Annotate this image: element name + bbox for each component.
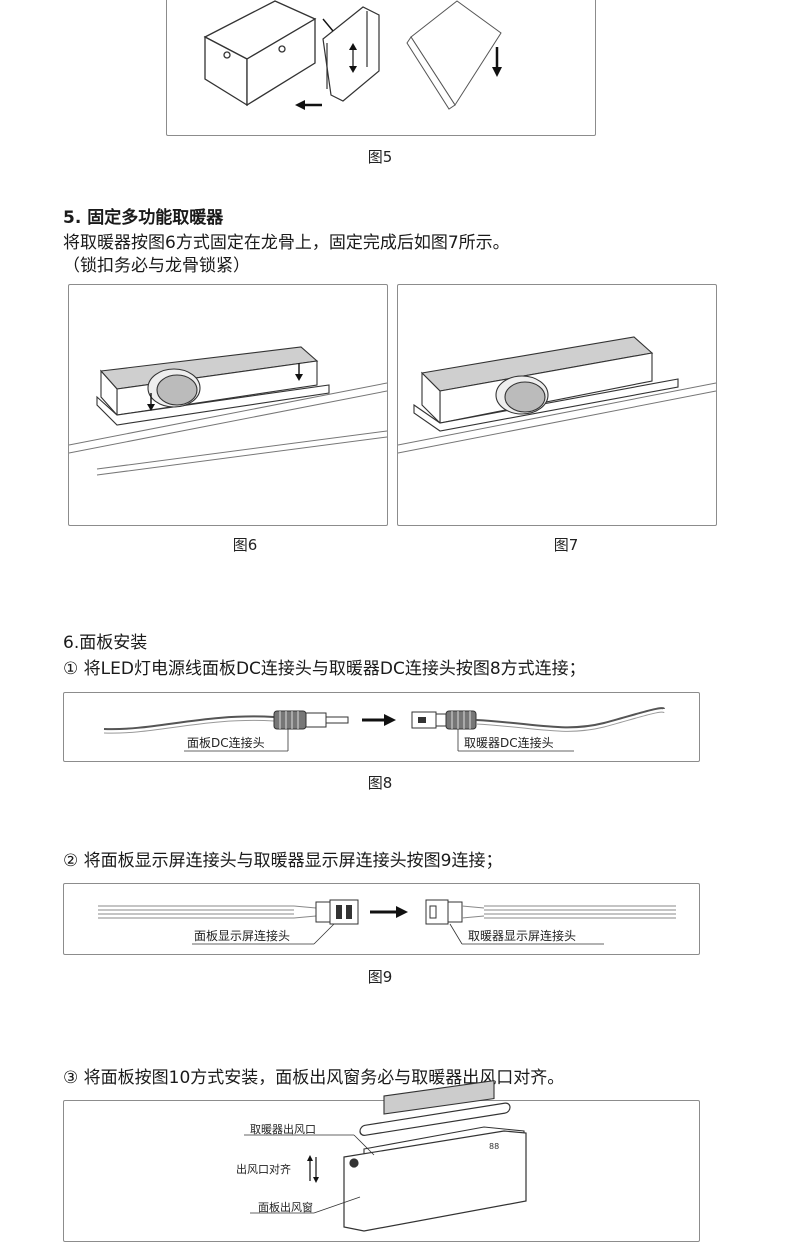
label-outlet-alignment: 出风口对齐 [236,1163,291,1176]
label-panel-display-connector: 面板显示屏连接头 [194,929,291,943]
figure-10-illustration: 88 [244,1079,527,1232]
label-heater-air-outlet: 取暖器出风口 [250,1123,316,1136]
figure-7-frame [397,284,717,526]
section-5-heading: 5. 固定多功能取暖器 [63,208,224,228]
svg-text:88: 88 [489,1142,499,1151]
figure-7-illustration [397,336,717,454]
figure-6-frame [68,284,388,526]
section-5-instruction: 将取暖器按图6方式固定在龙骨上，固定完成后如图7所示。 [63,233,510,253]
figure-7-caption: 图7 [553,536,579,554]
section-6-heading: 6.面板安装 [63,633,148,653]
label-panel-air-window: 面板出风窗 [258,1201,313,1214]
step-3-instruction: ③ 将面板按图10方式安装，面板出风窗务必与取暖器出风口对齐。 [63,1068,565,1088]
step-1-instruction: ① 将LED灯电源线面板DC连接头与取暖器DC连接头按图8方式连接； [63,659,586,679]
figure-9-illustration [98,899,676,945]
figure-5-frame [166,0,596,136]
label-panel-dc-connector: 面板DC连接头 [187,736,265,750]
figure-8-caption: 图8 [367,774,393,792]
figure-8-illustration [103,707,665,752]
step-2-instruction: ② 将面板显示屏连接头与取暖器显示屏连接头按图9连接； [63,851,503,871]
figure-9-caption: 图9 [367,968,393,986]
figure-6-caption: 图6 [232,536,258,554]
figure-8-frame: 面板DC连接头 取暖器DC连接头 [63,692,700,762]
figure-10-frame: 88 取暖器出风口 出风口对齐 面板出风窗 [63,1079,700,1242]
figure-5-illustration [203,0,502,110]
figure-6-illustration [68,346,388,476]
section-5-note: （锁扣务必与龙骨锁紧） [63,256,250,276]
figure-5-caption: 图5 [367,148,393,166]
label-heater-dc-connector: 取暖器DC连接头 [464,736,554,750]
label-heater-display-connector: 取暖器显示屏连接头 [468,929,577,943]
figure-9-frame: 面板显示屏连接头 取暖器显示屏连接头 [63,883,700,955]
